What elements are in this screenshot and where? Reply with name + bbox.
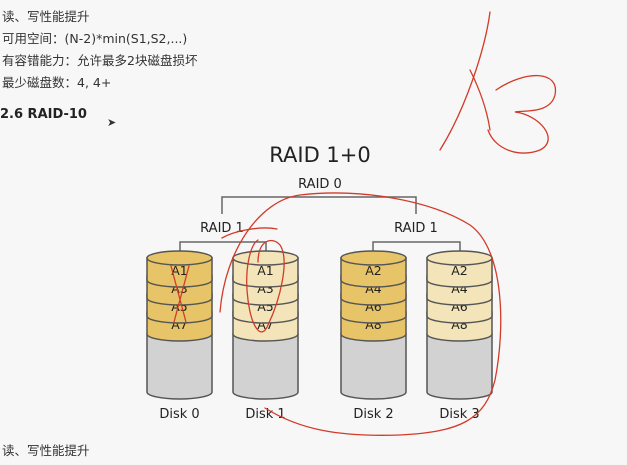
disk-block	[232, 257, 299, 288]
disk-label: Disk 1	[245, 407, 285, 422]
disk-label: Disk 2	[353, 407, 393, 422]
raid1-bracket	[372, 241, 461, 258]
text-line: 可用空间：(N-2)*min(S1,S2,...)	[2, 31, 188, 46]
disk-block	[146, 257, 213, 288]
raid0-bracket	[221, 196, 417, 214]
block-label: A1	[171, 263, 188, 278]
circle-mark	[219, 192, 502, 436]
mouse-cursor-icon: ➤	[107, 116, 117, 129]
raid1-bracket	[179, 241, 267, 258]
disk-top	[340, 250, 407, 266]
disk-empty-space	[146, 333, 213, 400]
block-label: A2	[451, 263, 468, 278]
block-label: A1	[257, 263, 274, 278]
text-line: 最少磁盘数：4, 4+	[2, 75, 112, 90]
handwriting-mark	[439, 11, 491, 151]
disk-block	[426, 257, 493, 288]
disk-empty-space	[232, 333, 299, 400]
text-line: 有容错能力：允许最多2块磁盘损坏	[2, 53, 198, 68]
handwritten-annotations	[170, 11, 556, 436]
disk-top	[146, 250, 213, 266]
disk-top	[232, 250, 299, 266]
section-heading: 2.6 RAID-10	[0, 107, 87, 122]
disk-empty-space	[340, 333, 407, 400]
disk-label: Disk 0	[159, 407, 199, 422]
disk-top	[426, 250, 493, 266]
raid1-label: RAID 1	[200, 221, 244, 236]
handwriting-mark	[469, 69, 556, 154]
disk-block	[340, 257, 407, 288]
diagram-title: RAID 1+0	[269, 143, 370, 167]
stroke-mark	[221, 227, 278, 239]
text-line: 读、写性能提升	[2, 443, 90, 458]
raid1-label: RAID 1	[394, 221, 438, 236]
block-label: A2	[365, 263, 382, 278]
text-line: 读、写性能提升	[2, 9, 90, 24]
circle-mark	[246, 239, 285, 333]
cross-out-mark	[170, 265, 190, 323]
disk-empty-space	[426, 333, 493, 400]
raid0-label: RAID 0	[298, 177, 342, 192]
disk-label: Disk 3	[439, 407, 479, 422]
